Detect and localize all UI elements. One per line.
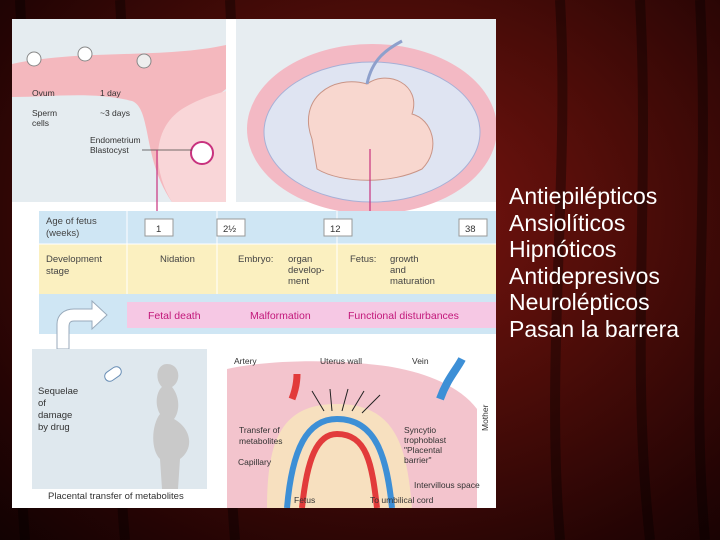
sequelae-3: damage (38, 410, 72, 421)
arrow-icon (56, 299, 108, 350)
diagram-svg: Ovum 1 day Sperm cells ~3 days Endometri… (12, 19, 496, 508)
ovum-label: Ovum (32, 88, 55, 98)
pill-icon (104, 366, 122, 382)
capillary-label: Capillary (238, 457, 272, 467)
week-4: 38 (465, 224, 476, 235)
age-row (39, 211, 496, 244)
embryo-label: Embryo: (238, 254, 273, 265)
stage-label-1: Development (46, 254, 102, 265)
pregnant-woman-silhouette (153, 364, 190, 489)
days3-label: ~3 days (100, 108, 130, 118)
week-2: 2½ (223, 224, 236, 235)
week-box-1 (144, 218, 174, 237)
effect-functional: Functional disturbances (348, 310, 459, 322)
transfer-label-2: metabolites (239, 436, 282, 446)
endometrium-label: Endometrium (90, 135, 141, 145)
bullet-neurolepticos: Neurolépticos (509, 289, 650, 315)
blastocyst-label: Blastocyst (90, 145, 129, 155)
maternal-vein (436, 357, 466, 401)
intervillous-label: Intervillous space (414, 480, 480, 490)
sperm-label-1: Sperm (32, 108, 57, 118)
maternal-artery (288, 373, 301, 401)
figure-caption: Placental transfer of metabolites (48, 491, 184, 502)
effect-malformation: Malformation (250, 310, 311, 322)
blastocyst-icon (190, 141, 214, 165)
embryo-desc-1: organ (288, 254, 312, 265)
week-box-3 (323, 218, 353, 237)
zygote-icon (77, 46, 93, 62)
day1-label: 1 day (100, 88, 122, 98)
bullet-pasan-barrera: Pasan la barrera (509, 315, 680, 342)
week-box-2 (216, 218, 246, 237)
bullet-antiepilepticos: Antiepilépticos (509, 183, 658, 209)
embryo-desc-2: develop- (288, 265, 324, 276)
fetus-desc-2: and (390, 265, 406, 276)
age-label-2: (weeks) (46, 228, 79, 239)
artery-label: Artery (234, 356, 257, 366)
syncytio-label-3: "Placental (404, 445, 442, 455)
week-box-4 (458, 218, 488, 237)
age-label-1: Age of fetus (46, 216, 97, 227)
fetus-shape (307, 77, 434, 181)
fetus-desc-1: growth (390, 254, 419, 265)
bullet-list: Antiepilépticos Ansiolíticos Hipnóticos … (509, 183, 719, 342)
stage-row (39, 244, 496, 294)
umbilical-label: To umbilical cord (370, 495, 434, 505)
sequelae-1: Sequelae (38, 386, 78, 397)
bullet-hipnoticos: Hipnóticos (509, 236, 617, 262)
effect-fetal-death: Fetal death (148, 310, 201, 322)
sequelae-2: of (38, 398, 46, 409)
embryo-desc-3: ment (288, 276, 309, 287)
sperm-label-2: cells (32, 118, 49, 128)
nidation-label: Nidation (160, 254, 195, 265)
effects-band (127, 302, 496, 328)
sequelae-4: by drug (38, 422, 70, 433)
bullet-ansioliticos: Ansiolíticos (509, 209, 626, 236)
uterus-wall-label: Uterus wall (320, 356, 362, 366)
fetal-development-figure: Ovum 1 day Sperm cells ~3 days Endometri… (12, 19, 496, 508)
fetus-label: Fetus: (350, 254, 376, 265)
morula-icon (136, 53, 152, 69)
fetus-label-bottom: Fetus (294, 495, 315, 505)
week-3: 12 (330, 224, 341, 235)
fetal-vein-loop (284, 415, 395, 508)
fetal-artery-loop (299, 430, 380, 508)
fetus-desc-3: maturation (390, 276, 435, 287)
week-1: 1 (156, 224, 161, 235)
syncytio-label-4: barrier" (404, 455, 432, 465)
syncytio-label-2: trophoblast (404, 435, 447, 445)
transfer-label-1: Transfer of (239, 425, 280, 435)
mother-label: Mother (480, 404, 490, 431)
bullet-antidepresivos: Antidepresivos (509, 262, 660, 289)
umbilical-cord-shape (365, 39, 403, 85)
ovum-icon (26, 51, 42, 67)
stage-label-2: stage (46, 266, 69, 277)
syncytio-label-1: Syncytio (404, 425, 436, 435)
vein-label: Vein (412, 356, 429, 366)
